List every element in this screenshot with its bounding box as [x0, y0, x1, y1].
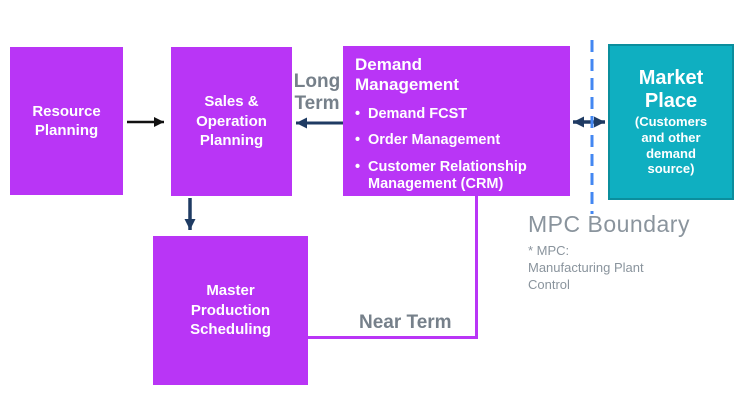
near-term-label: Near Term: [359, 312, 452, 333]
mpc-boundary-note: * MPC: Manufacturing Plant Control: [528, 243, 686, 294]
mpc-note-line2: Manufacturing Plant Control: [528, 259, 644, 292]
long-term-label: Long Term: [293, 71, 341, 114]
mpc-boundary-title: MPC Boundary: [528, 211, 690, 237]
box-demand-management: Demand Management Demand FCST Order Mana…: [343, 46, 570, 196]
resource-planning-label: Resource Planning: [32, 102, 101, 140]
demand-management-bullet-list: Demand FCST Order Management Customer Re…: [355, 106, 562, 194]
mpc-note-line1: * MPC:: [528, 243, 570, 258]
box-master-production-scheduling: Master Production Scheduling: [153, 236, 308, 385]
market-place-title: Market Place: [638, 66, 704, 112]
demand-bullet-order-management: Order Management: [355, 132, 562, 150]
demand-bullet-fcst: Demand FCST: [355, 106, 562, 124]
master-production-scheduling-label: Master Production Scheduling: [190, 282, 271, 339]
sales-operation-planning-label: Sales & Operation Planning: [196, 93, 267, 150]
box-resource-planning: Resource Planning: [10, 47, 123, 195]
box-market-place: Market Place (Customers and other demand…: [608, 44, 734, 200]
market-place-subtitle: (Customers and other demand source): [634, 113, 708, 177]
demand-bullet-crm: Customer Relationship Management (CRM): [355, 159, 562, 194]
box-sales-operation-planning: Sales & Operation Planning: [171, 47, 292, 196]
demand-management-title: Demand Management: [355, 55, 459, 94]
